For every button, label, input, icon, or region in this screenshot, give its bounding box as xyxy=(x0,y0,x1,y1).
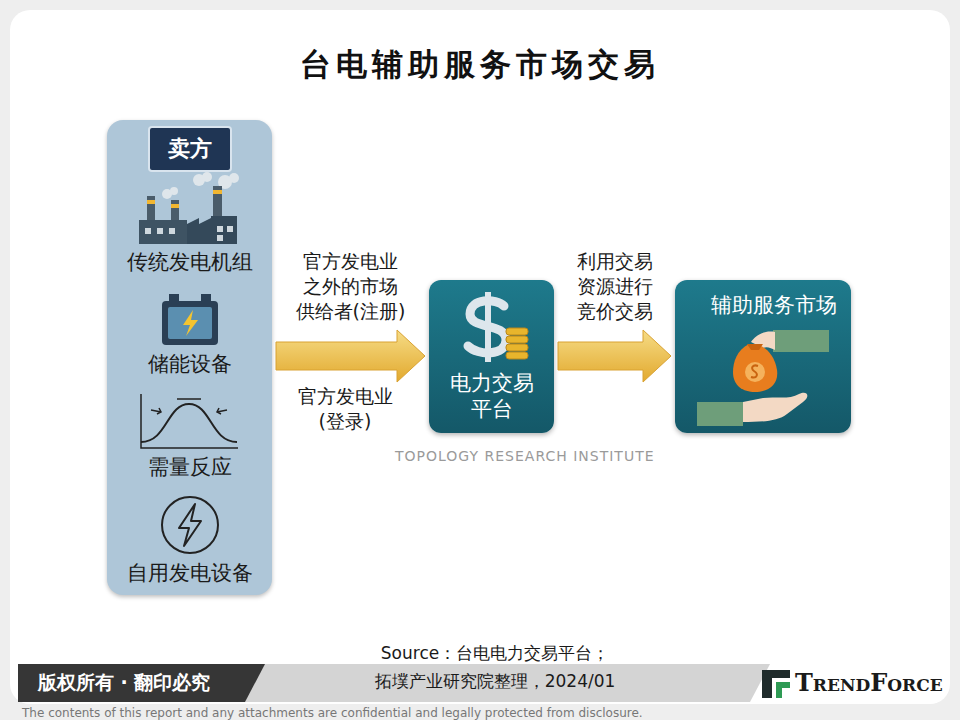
icon xyxy=(139,172,239,244)
logo-icon xyxy=(762,670,790,698)
seller-panel: 卖方传统发电机组储能设备需量反应自用发电设备 xyxy=(107,120,272,595)
block-arrow xyxy=(276,330,425,382)
diagram-title: 台电辅助服务市场交易 xyxy=(0,44,960,84)
logo-text: TrendForce xyxy=(795,668,943,698)
copyright-note: 版权所有 · 翻印必究 xyxy=(38,670,210,695)
footer-band-dark xyxy=(18,664,265,702)
edge-label: 利用交易 资源进行 竞价交易 xyxy=(567,249,662,324)
card xyxy=(10,10,950,704)
process-box: 辅助服务市场 xyxy=(675,280,851,433)
source-note: 拓墣产业研究院整理，2024/01 xyxy=(375,670,616,693)
watermark: TOPOLOGY RESEARCH INSTITUTE xyxy=(395,446,655,466)
node-text: 传统发电机组 xyxy=(127,249,253,275)
icon xyxy=(162,497,218,553)
node-text: 电力交易 平台 xyxy=(439,370,544,422)
confidential-note: The contents of this report and any atta… xyxy=(22,704,643,720)
edge-label: 官方发电业 之外的市场 供给者(注册) xyxy=(294,249,408,324)
node-text: 需量反应 xyxy=(148,454,232,480)
node-text: 储能设备 xyxy=(148,351,232,377)
node-text: 自用发电设备 xyxy=(127,560,253,586)
footer-band xyxy=(228,664,770,702)
node-text: 辅助服务市场 xyxy=(711,292,816,318)
icon xyxy=(141,394,238,448)
icon xyxy=(697,330,829,426)
icon xyxy=(468,292,528,362)
panel-heading: 卖方 xyxy=(150,128,230,170)
block-arrow xyxy=(558,330,671,382)
icon xyxy=(162,294,218,345)
edge-label: 官方发电业 (登录) xyxy=(288,384,402,434)
process-box: 电力交易 平台 xyxy=(429,280,554,433)
source-note: Source：台电电力交易平台； xyxy=(381,642,609,665)
